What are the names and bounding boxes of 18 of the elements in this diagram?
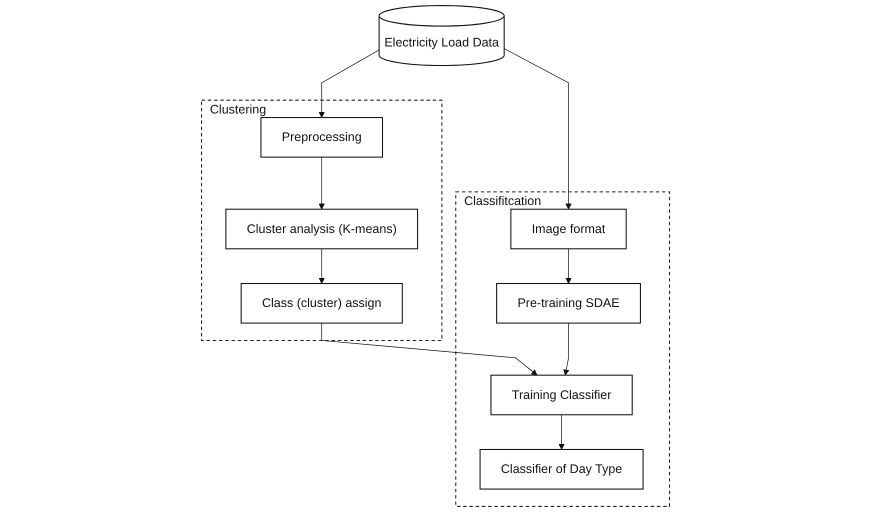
node-box xyxy=(480,448,644,490)
node-box xyxy=(225,208,418,250)
node-box xyxy=(490,374,633,416)
arrow xyxy=(321,322,538,376)
node-box xyxy=(496,283,641,324)
node-box xyxy=(510,208,627,250)
arrow xyxy=(563,322,570,376)
node-box xyxy=(240,283,403,324)
arrow xyxy=(504,48,572,210)
arrow xyxy=(318,248,325,284)
arrow xyxy=(318,50,380,118)
cluster xyxy=(201,100,442,341)
arrow xyxy=(318,156,325,210)
cluster xyxy=(455,191,670,507)
node-box xyxy=(260,117,383,158)
arrow xyxy=(565,248,572,284)
flowchart: Classifitcation Clustering Electricity Load Data Preprocessing Cluster analysis (K-means) Class (cluster) assign Image format Pre-training SDAE Training Classifier Classifier of Day Type xyxy=(196,0,676,512)
arrow xyxy=(558,414,565,450)
